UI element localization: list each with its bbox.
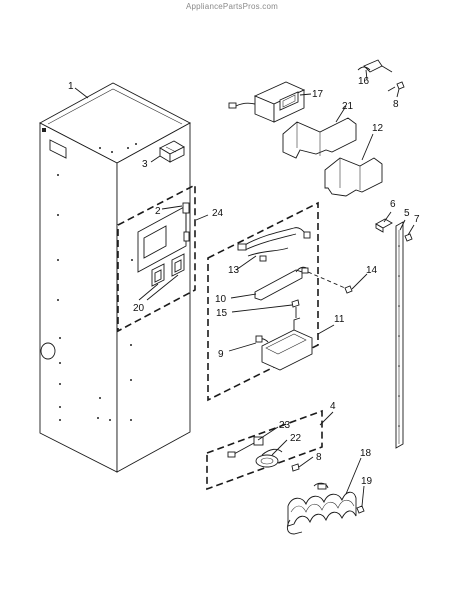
callout-23: 23 bbox=[279, 420, 291, 431]
callout-11: 11 bbox=[334, 314, 345, 325]
callout-22: 22 bbox=[290, 433, 302, 444]
callout-5: 5 bbox=[404, 208, 410, 219]
watermark: AppliancePartsPros.com bbox=[186, 2, 278, 11]
heater-strip-part-5 bbox=[395, 221, 404, 449]
lamp-part-10 bbox=[254, 266, 309, 301]
callout-15: 15 bbox=[216, 308, 228, 319]
assembly-outline-4 bbox=[206, 409, 323, 491]
screw-14 bbox=[344, 285, 353, 294]
callout-14: 14 bbox=[366, 265, 378, 276]
screw-15 bbox=[291, 299, 300, 318]
cabinet-part bbox=[39, 82, 191, 473]
callout-18: 18 bbox=[360, 448, 372, 459]
air-duct-part-21 bbox=[282, 117, 357, 159]
callout-21: 21 bbox=[342, 101, 354, 112]
connector-block-part bbox=[159, 140, 185, 163]
callout-17: 17 bbox=[312, 89, 324, 100]
switch-buttons-part bbox=[151, 253, 185, 287]
callout-9: 9 bbox=[218, 349, 224, 360]
defrost-heater-part-18 bbox=[286, 482, 357, 535]
thermistor-part bbox=[357, 59, 393, 73]
callout-8-top: 8 bbox=[393, 99, 399, 110]
screw-19 bbox=[356, 505, 365, 514]
screw-8-top bbox=[387, 81, 405, 92]
wire-harness-part-13 bbox=[237, 227, 311, 262]
screw-7 bbox=[404, 233, 413, 242]
assembly-outline-11 bbox=[207, 201, 319, 402]
callout-16: 16 bbox=[358, 76, 370, 87]
sensor-part-23 bbox=[227, 436, 264, 458]
callout-2: 2 bbox=[155, 206, 161, 217]
callout-labels: 1 2 3 4 5 6 7 8 8 9 10 11 12 13 14 15 16… bbox=[68, 76, 420, 487]
bracket-6 bbox=[375, 218, 393, 233]
callout-24: 24 bbox=[212, 208, 224, 219]
callout-6: 6 bbox=[390, 199, 396, 210]
callout-1: 1 bbox=[68, 81, 74, 92]
leader-lines bbox=[74, 69, 415, 507]
light-housing-part-9 bbox=[255, 317, 313, 371]
screw-8-bottom bbox=[291, 463, 300, 472]
callout-20: 20 bbox=[133, 303, 145, 314]
callout-12: 12 bbox=[372, 123, 384, 134]
callout-7: 7 bbox=[414, 214, 420, 225]
control-housing-part bbox=[228, 81, 306, 123]
callout-10: 10 bbox=[215, 294, 227, 305]
light-socket-part bbox=[137, 202, 190, 273]
assembly-outline-24 bbox=[117, 183, 196, 333]
callout-13: 13 bbox=[228, 265, 240, 276]
callout-3: 3 bbox=[142, 159, 148, 170]
thermostat-part-22 bbox=[255, 448, 283, 468]
callout-19: 19 bbox=[361, 476, 373, 487]
callout-4: 4 bbox=[330, 401, 336, 412]
air-duct-part-12 bbox=[324, 157, 383, 197]
callout-8-bottom: 8 bbox=[316, 452, 322, 463]
